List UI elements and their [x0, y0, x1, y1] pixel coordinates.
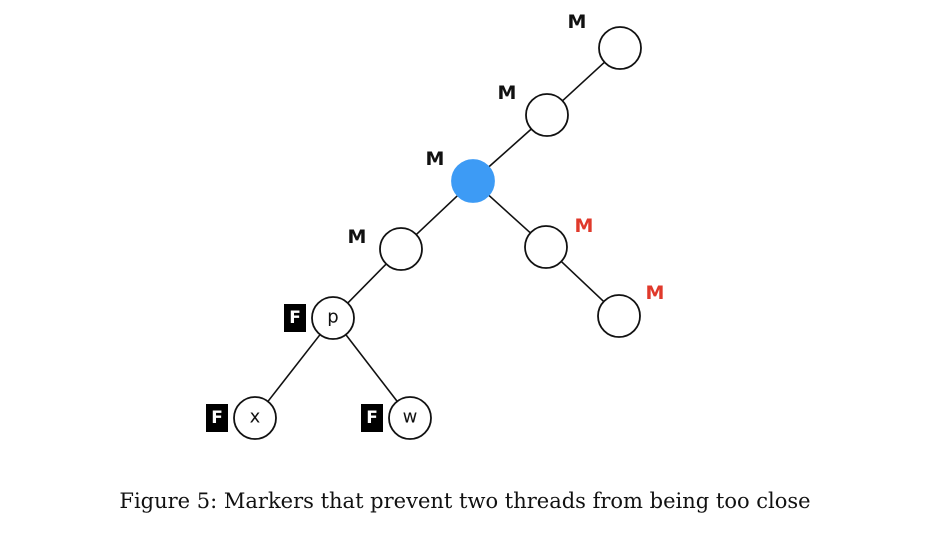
tree-node-right1: M: [524, 215, 594, 269]
marker-label: M: [348, 226, 367, 248]
node-circle: [311, 296, 355, 340]
flag-label: F: [211, 408, 223, 428]
edge-n-top-to-n-upper: [561, 61, 606, 102]
tree-node-upper: M: [498, 82, 569, 137]
tree-node-current: M: [426, 148, 495, 203]
node-circle: [388, 396, 432, 440]
node-label: p: [327, 307, 338, 328]
highlighted-node-circle: [451, 159, 495, 203]
node-circle: [233, 396, 277, 440]
flag-label: F: [366, 408, 378, 428]
marker-label: M: [568, 11, 587, 33]
edge-n-p-to-n-w: [345, 334, 398, 402]
node-circle: [524, 225, 568, 269]
tree-node-right2: M: [597, 282, 665, 338]
marker-label: M: [646, 282, 665, 304]
node-circle: [379, 227, 423, 271]
tree-node-left: M: [348, 226, 423, 271]
edge-n-upper-to-n-current: [488, 128, 532, 168]
edge-n-p-to-n-x: [267, 334, 321, 402]
figure-caption: Figure 5: Markers that prevent two threa…: [119, 489, 811, 513]
edge-n-right1-to-n-right2: [560, 260, 605, 303]
flag-badge: [284, 304, 306, 332]
edge-n-left-to-n-p: [347, 263, 387, 304]
tree-node-w: wF: [361, 396, 432, 440]
marker-label: M: [426, 148, 445, 170]
node-circle: [598, 26, 642, 70]
node-circle: [597, 294, 641, 338]
flag-label: F: [289, 308, 301, 328]
flag-badge: [206, 404, 228, 432]
marker-label: M: [498, 82, 517, 104]
node-label: w: [403, 407, 418, 428]
edge-n-current-to-n-right1: [488, 194, 531, 234]
flag-badge: [361, 404, 383, 432]
edges: [267, 61, 606, 402]
node-circle: [525, 93, 569, 137]
edge-n-current-to-n-left: [415, 194, 459, 236]
node-label: x: [250, 407, 261, 428]
tree-node-x: xF: [206, 396, 277, 440]
marker-label: M: [575, 215, 594, 237]
tree-node-top: M: [568, 11, 642, 70]
tree-node-p: pF: [284, 296, 355, 340]
